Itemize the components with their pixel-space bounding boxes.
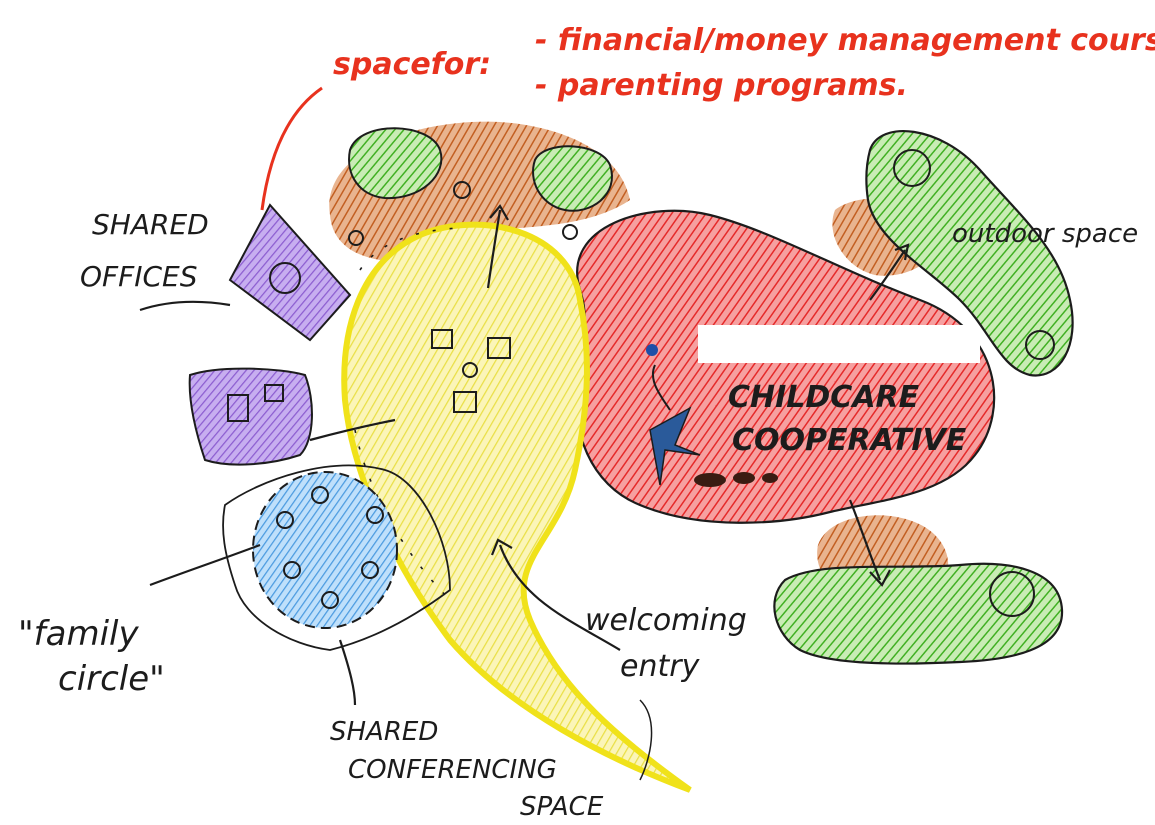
label-conferencing-line1: SHARED xyxy=(330,717,438,747)
label-welcoming-line2: entry xyxy=(620,649,701,684)
label-shared-offices-line1: SHARED xyxy=(92,208,209,241)
label-childcare-line1: CHILDCARE xyxy=(728,380,920,415)
label-outdoor-space: outdoor space xyxy=(952,219,1138,249)
label-childcare-line2: COOPERATIVE xyxy=(732,423,967,458)
note-prefix: spacefor: xyxy=(333,47,491,82)
shared-offices-zone xyxy=(190,205,350,465)
label-welcoming-line1: welcoming xyxy=(585,603,747,638)
label-conferencing-line3: SPACE xyxy=(520,792,604,822)
label-shared-offices-line2: OFFICES xyxy=(80,260,198,293)
note-leader-line xyxy=(262,88,322,210)
label-family-circle-line2: circle" xyxy=(58,659,165,699)
note-line-1: - financial/money management course xyxy=(535,23,1155,58)
outdoor-space-bottom xyxy=(774,515,1062,663)
label-family-circle-line1: "family xyxy=(18,614,139,654)
note-line-2: - parenting programs. xyxy=(535,68,908,103)
label-conferencing-line2: CONFERENCING xyxy=(348,755,557,785)
